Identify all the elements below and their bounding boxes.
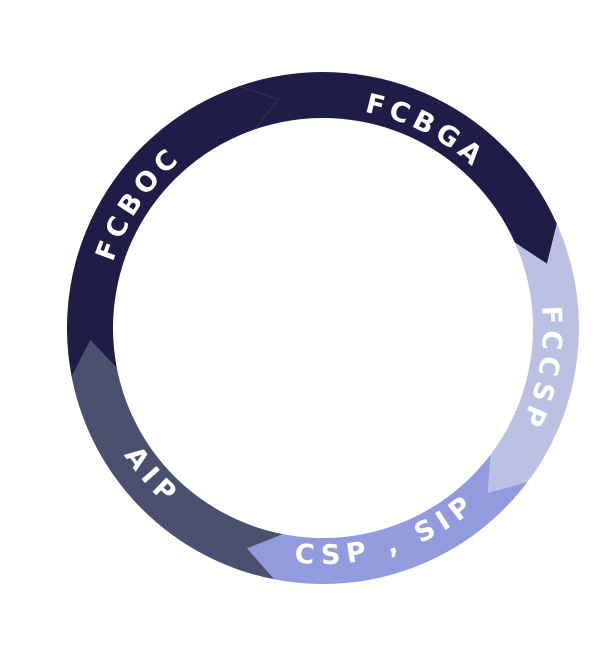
segment-fcbga: [239, 72, 557, 264]
segment-fcboc: [66, 85, 279, 377]
segments: [66, 72, 579, 585]
segment-aip: [71, 340, 283, 580]
segment-fccsp: [487, 223, 579, 493]
segment-csp-sip: [247, 454, 528, 585]
